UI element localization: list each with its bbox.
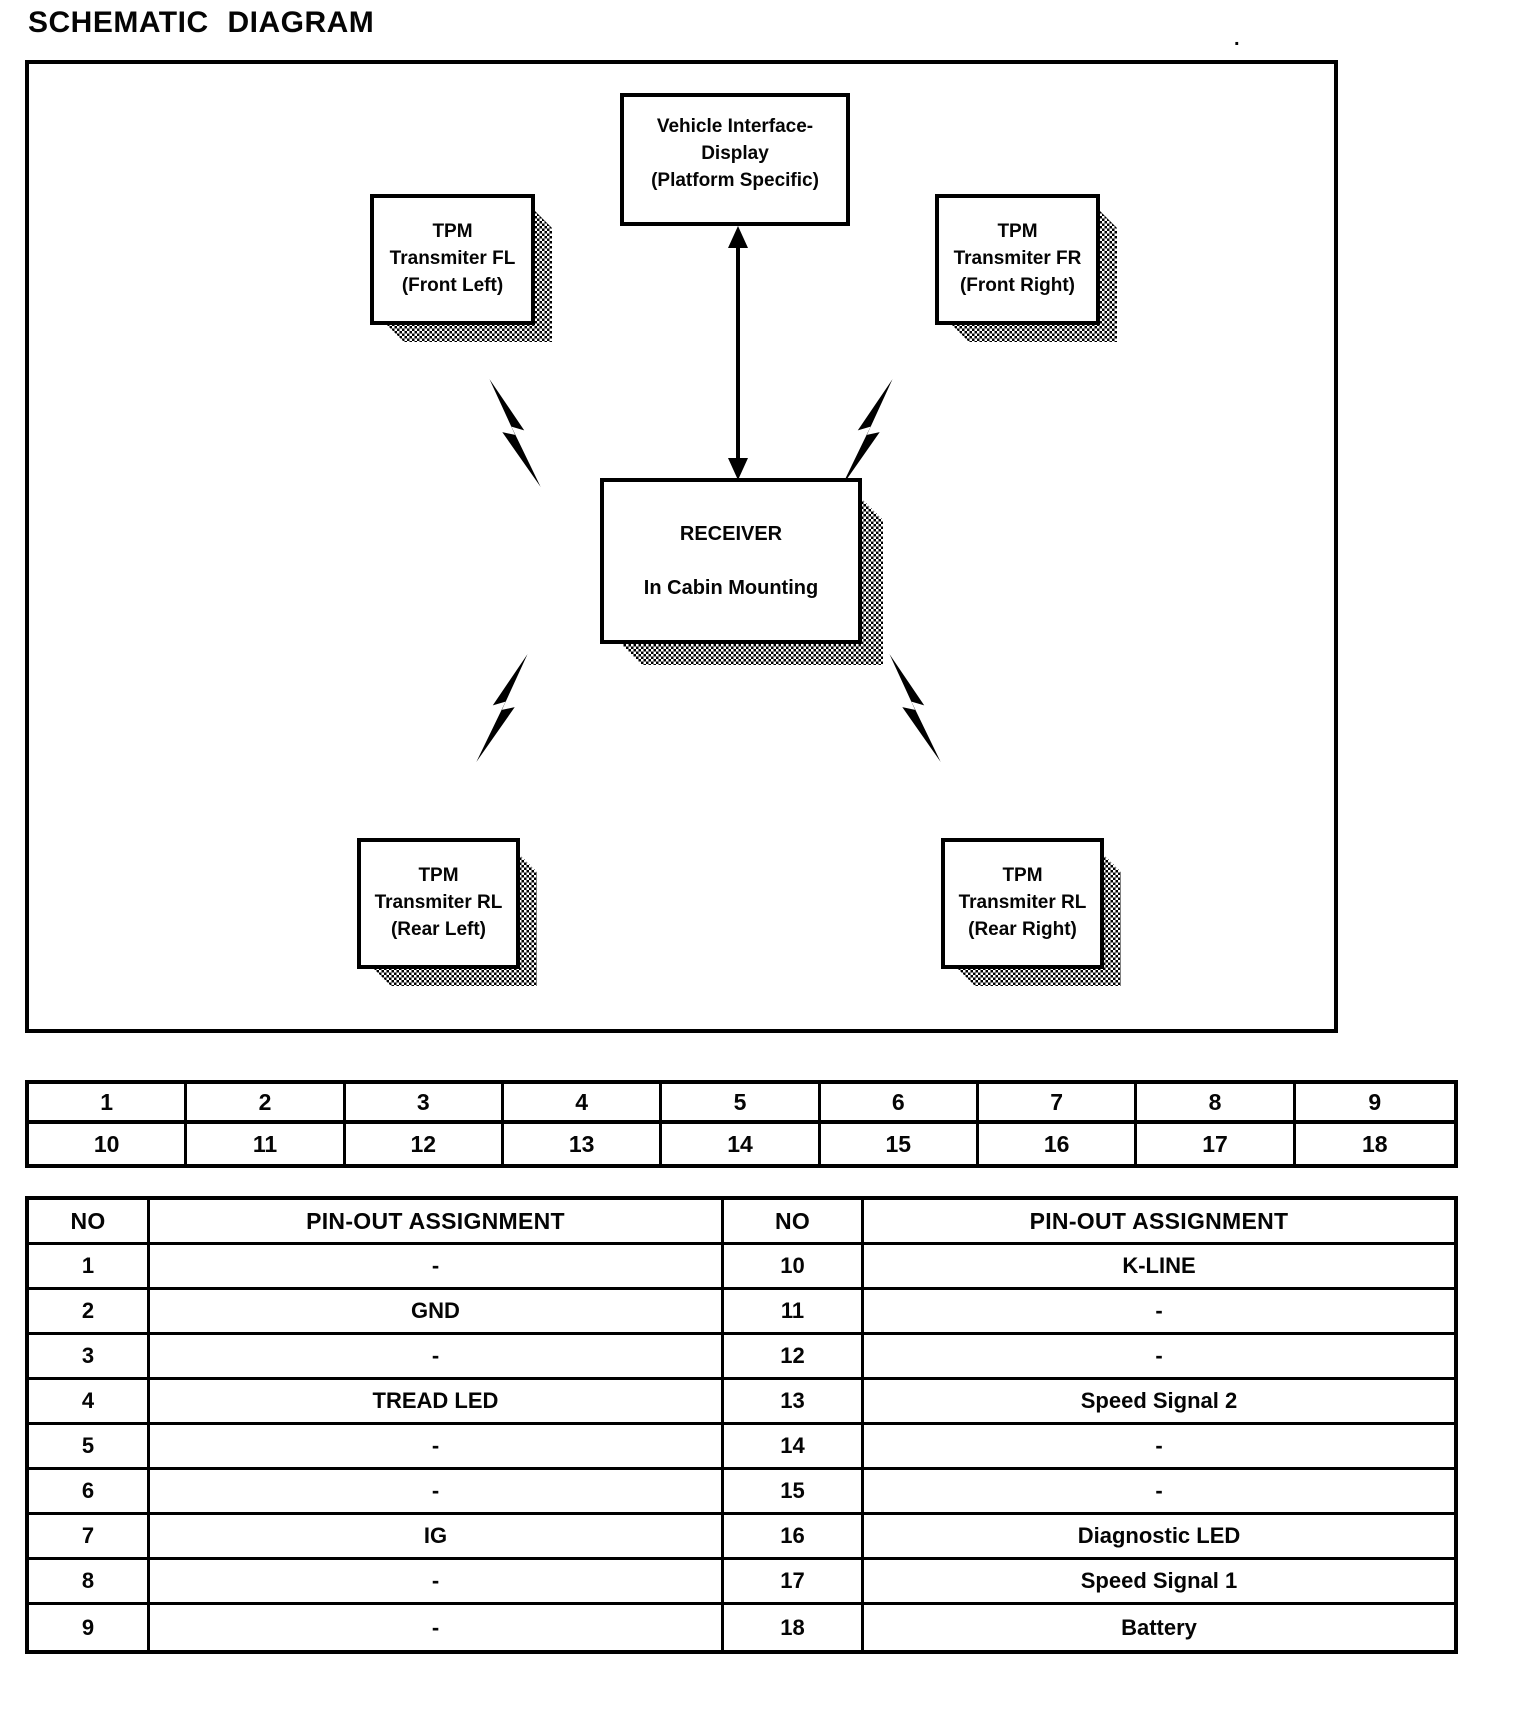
- node-receiver: RECEIVER In Cabin Mounting: [600, 478, 862, 644]
- pin-no: 14: [724, 1425, 864, 1470]
- pin-no: 13: [724, 1380, 864, 1425]
- pin-no: 8: [29, 1560, 150, 1605]
- pin-assignment: Speed Signal 2: [864, 1380, 1454, 1425]
- pinout-assignment-table: NO PIN-OUT ASSIGNMENT NO PIN-OUT ASSIGNM…: [25, 1196, 1458, 1654]
- node-line: Transmiter RL: [374, 892, 503, 914]
- pin-no: 10: [724, 1245, 864, 1290]
- node-tpm-transmitter-front-right: TPM Transmiter FR (Front Right): [935, 194, 1100, 325]
- pin-cell: 1: [29, 1084, 188, 1124]
- pin-cell: 7: [978, 1084, 1138, 1124]
- node-tpm-transmitter-rear-left: TPM Transmiter RL (Rear Left): [357, 838, 520, 969]
- lightning-bolt-icon: [841, 379, 893, 488]
- pin-no: 11: [724, 1290, 864, 1335]
- node-vehicle-interface-display: Vehicle Interface- Display (Platform Spe…: [620, 93, 850, 226]
- pin-cell: 18: [1362, 1130, 1388, 1157]
- pin-cell: 6: [820, 1084, 979, 1124]
- node-line: TPM: [997, 221, 1038, 243]
- pin-assignment: -: [864, 1425, 1454, 1470]
- pin-assignment: IG: [150, 1515, 724, 1560]
- node-line: Vehicle Interface-: [656, 116, 814, 138]
- receiver-title: RECEIVER: [679, 522, 783, 545]
- pin-assignment: -: [150, 1425, 724, 1470]
- pin-cell: 16: [979, 1124, 1138, 1164]
- node-line: TPM: [1002, 865, 1043, 887]
- column-header-assignment: PIN-OUT ASSIGNMENT: [150, 1200, 724, 1245]
- pin-no: 9: [29, 1605, 150, 1650]
- node-line: Transmiter FR: [953, 248, 1082, 270]
- pin-cell: 10: [29, 1124, 188, 1164]
- pin-cell: 13: [504, 1124, 663, 1164]
- pin-no: 16: [724, 1515, 864, 1560]
- pin-assignment: GND: [150, 1290, 724, 1335]
- column-header-no: NO: [29, 1200, 150, 1245]
- node-line: (Front Right): [959, 274, 1075, 296]
- pin-no: 15: [724, 1470, 864, 1515]
- node-line: (Platform Specific): [651, 169, 819, 191]
- node-tpm-transmitter-front-left: TPM Transmiter FL (Front Left): [370, 194, 535, 325]
- lightning-bolt-icon: [889, 654, 941, 763]
- pin-assignment: -: [150, 1335, 724, 1380]
- pin-assignment: TREAD LED: [150, 1380, 724, 1425]
- pin-no: 5: [29, 1425, 150, 1470]
- stray-scan-mark: .: [1234, 28, 1240, 50]
- pin-assignment: -: [150, 1245, 724, 1290]
- node-label: TPM Transmiter RL (Rear Left): [357, 838, 520, 969]
- pin-cell: 2: [187, 1084, 346, 1124]
- pin-assignment: K-LINE: [864, 1245, 1454, 1290]
- node-line: TPM: [418, 865, 459, 887]
- node-line: TPM: [432, 221, 473, 243]
- pin-cell: 8: [1137, 1084, 1296, 1124]
- pin-no: 3: [29, 1335, 150, 1380]
- lightning-bolt-icon: [476, 654, 528, 763]
- pin-cell: 14: [662, 1124, 821, 1164]
- pin-no: 18: [724, 1605, 864, 1650]
- pin-cell: 12: [346, 1124, 504, 1164]
- column-header-no: NO: [724, 1200, 864, 1245]
- pin-assignment: Battery: [1121, 1614, 1197, 1640]
- pin-cell: 17: [1137, 1124, 1296, 1164]
- node-line: (Front Left): [401, 274, 504, 296]
- node-tpm-transmitter-rear-right: TPM Transmiter RL (Rear Right): [941, 838, 1104, 969]
- pin-assignment: -: [150, 1560, 724, 1605]
- receiver-subtitle: In Cabin Mounting: [643, 577, 819, 599]
- pin-cell: 3: [345, 1084, 504, 1124]
- page-title: SCHEMATIC DIAGRAM: [28, 6, 375, 39]
- node-line: Display: [701, 143, 769, 165]
- pin-cell: 4: [503, 1084, 663, 1124]
- node-line: Transmiter RL: [958, 892, 1087, 914]
- pin-assignment: Diagnostic LED: [864, 1515, 1454, 1560]
- pin-assignment: Speed Signal 1: [864, 1560, 1454, 1605]
- pin-cell: 15: [821, 1124, 979, 1164]
- pin-cell: 5: [662, 1084, 821, 1124]
- pin-assignment: -: [864, 1290, 1454, 1335]
- pin-no: 4: [29, 1380, 150, 1425]
- node-line: Transmiter FL: [389, 248, 516, 270]
- node-line: (Rear Right): [968, 918, 1077, 940]
- node-label: RECEIVER In Cabin Mounting: [600, 478, 862, 644]
- node-line: (Rear Left): [390, 918, 486, 940]
- pin-assignment: -: [864, 1470, 1454, 1515]
- node-label: TPM Transmiter RL (Rear Right): [941, 838, 1104, 969]
- pin-number-table: 1 2 3 4 5 6 7 8 9 10 11 12 13 14 15 16 1…: [25, 1080, 1458, 1168]
- node-label: TPM Transmiter FL (Front Left): [370, 194, 535, 325]
- pin-assignment: -: [150, 1605, 724, 1650]
- column-header-assignment: PIN-OUT ASSIGNMENT: [864, 1200, 1454, 1245]
- pin-no: 7: [29, 1515, 150, 1560]
- pin-no: 17: [724, 1560, 864, 1605]
- pin-no: 2: [29, 1290, 150, 1335]
- pin-assignment: -: [864, 1335, 1454, 1380]
- double-arrow-icon: [728, 226, 748, 480]
- pin-cell: 9: [1295, 1084, 1454, 1124]
- lightning-bolt-icon: [489, 379, 541, 488]
- pin-no: 6: [29, 1470, 150, 1515]
- pin-no: 1: [29, 1245, 150, 1290]
- pin-cell: 11: [187, 1124, 346, 1164]
- node-label: TPM Transmiter FR (Front Right): [935, 194, 1100, 325]
- pin-assignment: -: [150, 1470, 724, 1515]
- pin-no: 12: [724, 1335, 864, 1380]
- node-label: Vehicle Interface- Display (Platform Spe…: [620, 93, 850, 226]
- schematic-frame: Vehicle Interface- Display (Platform Spe…: [25, 60, 1338, 1033]
